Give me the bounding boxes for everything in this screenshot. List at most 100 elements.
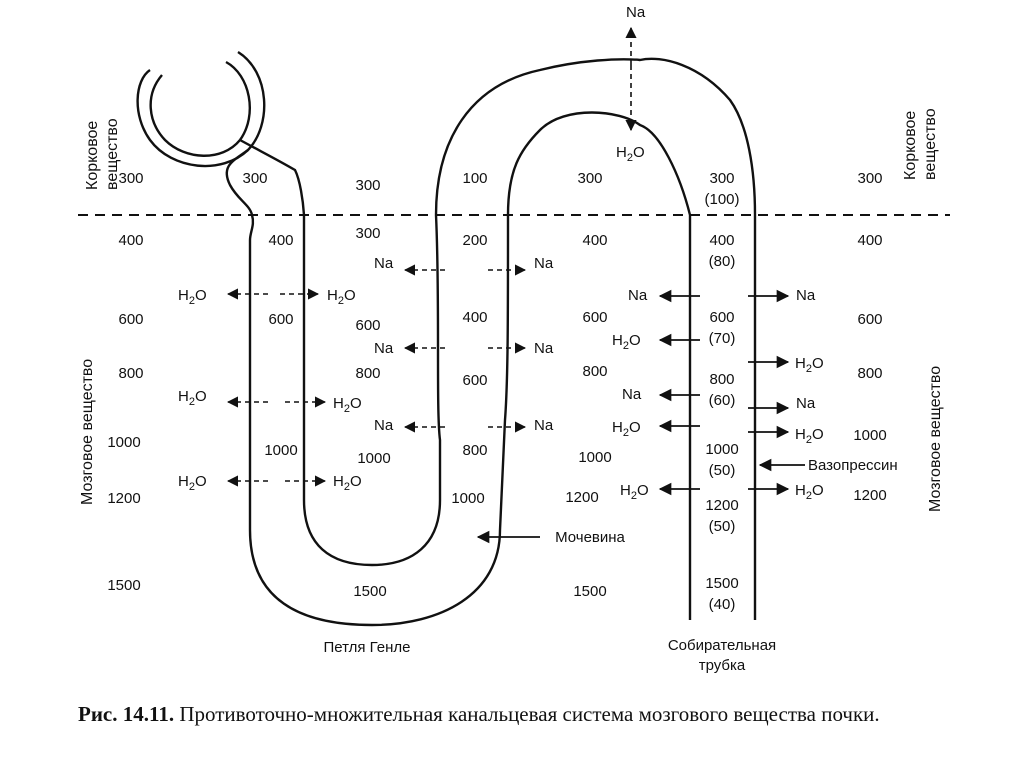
value-paren: (70): [709, 330, 736, 347]
value: 400: [462, 309, 487, 326]
na-label: Na: [534, 340, 554, 357]
value: 300: [857, 170, 882, 187]
duct-arrows: [476, 289, 805, 544]
na-label: Na: [796, 287, 816, 304]
value: 1200: [565, 489, 598, 506]
na-label: Na: [374, 340, 394, 357]
cortex-label-left-2: вещество: [104, 118, 121, 190]
proximal-tubule: [225, 149, 255, 241]
value: 600: [857, 311, 882, 328]
collecting-duct-label-2: трубка: [699, 657, 746, 674]
cortex-label-right-1: Корковое: [902, 111, 919, 180]
value: 300: [242, 170, 267, 187]
h2o-label: H2O: [795, 355, 824, 375]
value: 1500: [705, 575, 738, 592]
na-label: Na: [534, 255, 554, 272]
value: 1000: [451, 490, 484, 507]
proximal-tubule-inner: [239, 138, 306, 216]
value: 400: [118, 232, 143, 249]
interstitium-left-values: 300 400 600 800 1000 1200 1500: [107, 170, 143, 594]
value: 800: [857, 365, 882, 382]
value: 600: [709, 309, 734, 326]
value: 1000: [107, 434, 140, 451]
nephron-tubule: [136, 50, 757, 627]
bowman-capsule: [149, 60, 251, 157]
na-label: Na: [626, 4, 646, 21]
value: 1200: [853, 487, 886, 504]
value: 200: [462, 232, 487, 249]
na-label: Na: [628, 287, 648, 304]
value: 800: [709, 371, 734, 388]
h2o-label: H2O: [178, 388, 207, 408]
value-paren: (50): [709, 462, 736, 479]
na-label: Na: [622, 386, 642, 403]
collecting-duct-label-1: Собирательная: [668, 637, 776, 654]
value: 100: [462, 170, 487, 187]
h2o-label: H2O: [795, 482, 824, 502]
h2o-label: H2O: [795, 426, 824, 446]
h2o-label: H2O: [178, 287, 207, 307]
value: 1200: [705, 497, 738, 514]
value: 300: [118, 170, 143, 187]
na-label: Na: [374, 255, 394, 272]
h2o-label: H2O: [178, 473, 207, 493]
value: 1000: [853, 427, 886, 444]
value: 600: [268, 311, 293, 328]
value: 1000: [357, 450, 390, 467]
value: 1500: [573, 583, 606, 600]
value-paren: (50): [709, 518, 736, 535]
value: 1500: [107, 577, 140, 594]
between-limb-duct-values: 300 400 600 800 1000 1200 1500: [565, 170, 611, 600]
value: 1200: [107, 490, 140, 507]
value: 1000: [705, 441, 738, 458]
value: 600: [355, 317, 380, 334]
h2o-label: H2O: [612, 332, 641, 352]
value: 800: [118, 365, 143, 382]
interstitium-right-values: 300 400 600 800 1000 1200: [853, 170, 886, 504]
value-paren: (80): [709, 253, 736, 270]
loop-inner-wall: [302, 57, 757, 620]
descending-gap-values: 300 300 600 800 1000 1500: [353, 177, 390, 600]
duct-values: 300 (100) 400 (80) 600 (70) 800 (60) 100…: [704, 170, 739, 613]
value: 1500: [353, 583, 386, 600]
value-paren: (40): [709, 596, 736, 613]
cortex-label-right-2: вещество: [922, 108, 939, 180]
loop-of-henle-label: Петля Генле: [323, 639, 410, 656]
h2o-label: H2O: [333, 395, 362, 415]
value: 400: [709, 232, 734, 249]
value: 300: [577, 170, 602, 187]
loop-outer-wall: [248, 111, 692, 627]
h2o-labels: H2O H2O H2O H2O H2O H2O H2O H2O H2O H2O H2O H2O H2O: [178, 144, 824, 502]
value: 1000: [264, 442, 297, 459]
h2o-label: H2O: [616, 144, 645, 164]
figure-number: Рис. 14.11.: [78, 702, 175, 726]
h2o-label: H2O: [333, 473, 362, 493]
value: 1000: [578, 449, 611, 466]
value: 600: [118, 311, 143, 328]
medulla-label-right: Мозговое вещество: [927, 366, 944, 512]
value: 600: [462, 372, 487, 389]
figure-caption: Рис. 14.11. Противоточно-множительная ка…: [78, 700, 958, 728]
value-paren: (100): [704, 191, 739, 208]
cortex-label-left-1: Корковое: [84, 121, 101, 190]
figure-caption-text: Противоточно-множительная канальцевая си…: [179, 702, 880, 726]
value: 400: [857, 232, 882, 249]
descending-limb-values: 300 400 600 1000: [242, 170, 297, 459]
h2o-label: H2O: [620, 482, 649, 502]
value: 300: [355, 177, 380, 194]
value: 400: [268, 232, 293, 249]
value: 300: [709, 170, 734, 187]
value-paren: (60): [709, 392, 736, 409]
h2o-label: H2O: [327, 287, 356, 307]
ascending-limb-values: 100 200 400 600 800 1000: [451, 170, 487, 507]
h2o-label: H2O: [612, 419, 641, 439]
na-label: Na: [796, 395, 816, 412]
value: 800: [355, 365, 380, 382]
na-label: Na: [374, 417, 394, 434]
value: 600: [582, 309, 607, 326]
medulla-label-left: Мозговое вещество: [79, 359, 96, 505]
urea-label: Мочевина: [555, 529, 625, 546]
value: 400: [582, 232, 607, 249]
